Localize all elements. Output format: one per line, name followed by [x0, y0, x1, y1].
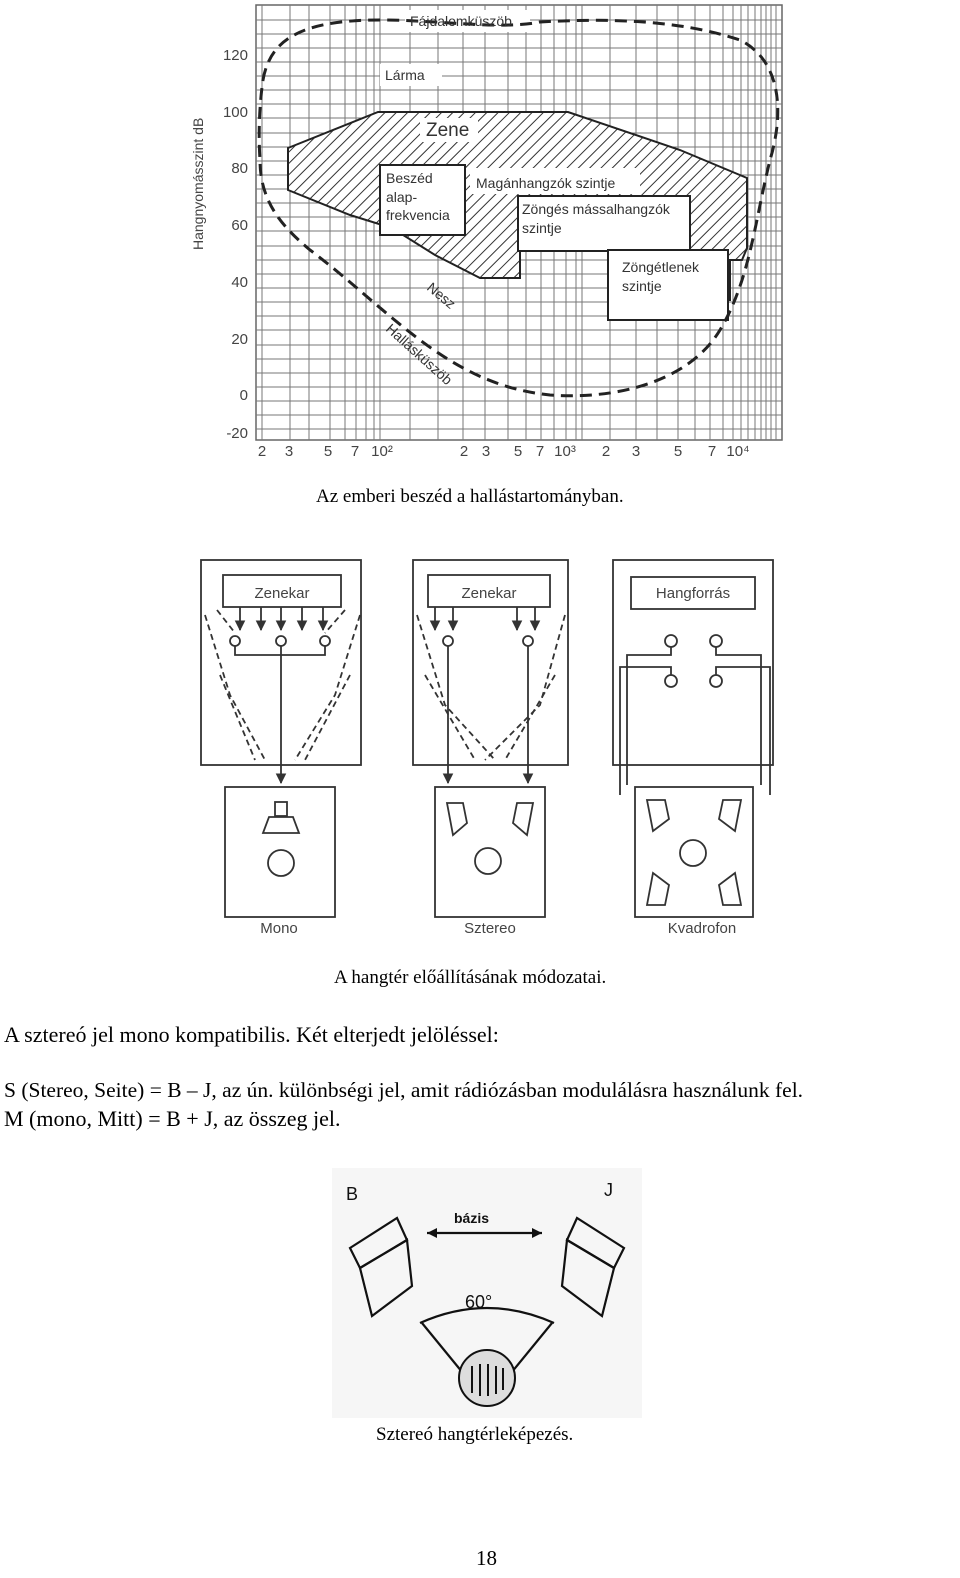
x-tick: 7 [708, 443, 716, 460]
x-tick: 3 [632, 443, 640, 460]
body-line-2: S (Stereo, Seite) = B – J, az ún. különb… [4, 1078, 804, 1102]
y-tick: 100 [223, 104, 248, 121]
y-tick: 80 [231, 160, 248, 177]
pain-threshold-label: Fájdalomküszöb [410, 13, 512, 29]
unvoiced-label: Zöngétlenek [622, 259, 700, 275]
figure2-caption: A hangtér előállításának módozatai. [334, 967, 607, 988]
figure3-caption: Sztereó hangtérleképezés. [376, 1424, 574, 1445]
x-tick: 2 [460, 443, 468, 460]
unvoiced-label: szintje [622, 278, 662, 294]
x-tick: 7 [351, 443, 359, 460]
y-axis-label: Hangnyomásszint dB [190, 118, 206, 250]
panel-stereo-source: Zenekar [461, 585, 516, 602]
y-tick: 0 [240, 387, 248, 404]
voiced-label: szintje [522, 220, 562, 236]
y-tick: 60 [231, 217, 248, 234]
y-tick: -20 [226, 425, 248, 442]
x-tick: 10² [371, 443, 393, 460]
body-line-3: M (mono, Mitt) = B + J, az összeg jel. [4, 1106, 341, 1131]
y-tick: 120 [223, 47, 248, 64]
speech-label: Beszéd [386, 170, 433, 186]
panel-mono-source: Zenekar [254, 585, 309, 602]
x-tick: 2 [602, 443, 610, 460]
vowels-label: Magánhangzók szintje [476, 175, 616, 191]
y-tick-labels: 120 100 80 60 40 20 0 -20 [223, 47, 248, 442]
noise-label: Lárma [385, 67, 425, 83]
x-tick-labels: 2 3 5 7 10² 2 3 5 7 10³ 2 3 5 7 10⁴ [258, 443, 750, 460]
x-tick: 2 [258, 443, 266, 460]
right-speaker-label: J [604, 1180, 613, 1200]
panel-mono-label: Mono [260, 920, 298, 937]
voiced-box [517, 195, 691, 252]
x-tick: 5 [324, 443, 332, 460]
x-tick: 3 [482, 443, 490, 460]
vowels-box [470, 168, 640, 194]
music-label: Zene [426, 120, 469, 141]
panel-quad-source: Hangforrás [656, 585, 730, 602]
unvoiced-box [607, 249, 729, 321]
base-label: bázis [454, 1210, 489, 1226]
panel-quad-label: Kvadrofon [668, 920, 736, 937]
hearing-area-outline [257, 18, 780, 398]
figure1-caption: Az emberi beszéd a hallástartományban. [316, 486, 624, 507]
page-number: 18 [476, 1546, 497, 1570]
x-tick: 3 [285, 443, 293, 460]
x-tick: 5 [514, 443, 522, 460]
angle-label: 60° [465, 1292, 492, 1312]
sound-field-figure: Zenekar Zenekar Hangforrás Mono Sztereo … [200, 559, 774, 937]
x-tick: 5 [674, 443, 682, 460]
stereo-imaging-figure: B J bázis 60° [332, 1168, 642, 1418]
voiced-label: Zöngés mássalhangzók [522, 201, 671, 217]
hearing-threshold-label: Hallásküszöb [383, 320, 456, 388]
speech-box [379, 164, 466, 236]
plot-frame [255, 4, 783, 441]
y-tick: 20 [231, 331, 248, 348]
x-tick: 7 [536, 443, 544, 460]
panel-stereo-label: Sztereo [464, 920, 516, 937]
speech-label: alap- [386, 189, 417, 205]
hearing-range-figure: Hangnyomásszint dB 120 100 80 60 40 20 0… [190, 4, 783, 460]
left-speaker-label: B [346, 1184, 358, 1204]
x-tick: 10³ [554, 443, 576, 460]
rustle-label: Nesz [424, 279, 459, 312]
x-tick: 10⁴ [726, 443, 749, 460]
y-tick: 40 [231, 274, 248, 291]
speech-label: frekvencia [386, 207, 450, 223]
body-line-1: A sztereó jel mono kompatibilis. Két elt… [4, 1022, 499, 1047]
